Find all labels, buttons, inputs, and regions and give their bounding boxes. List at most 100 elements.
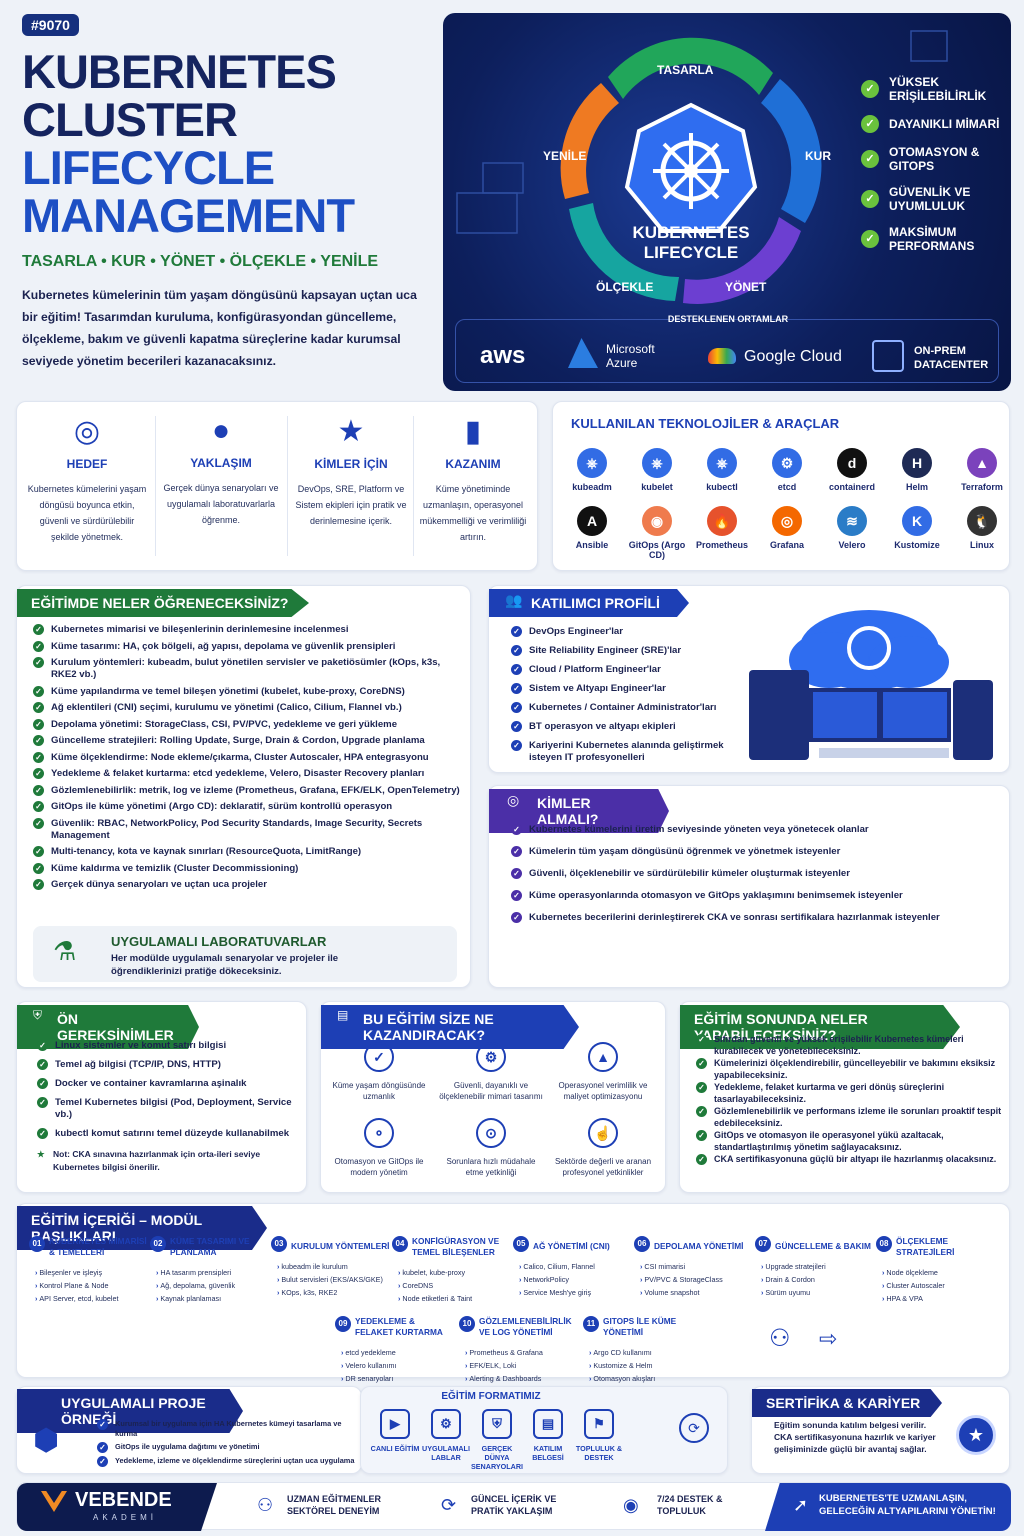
tool-label: Terraform (961, 482, 1003, 492)
phase-olcekle: ÖLÇEKLE (596, 280, 654, 294)
tool-item: ▲Terraform (951, 448, 1013, 492)
module-title: KÜME TASARIMI VE PLANLAMA (170, 1236, 250, 1257)
format-label: UYGULAMALI LABLAR (422, 1444, 470, 1462)
check-icon: ✓ (33, 735, 44, 746)
gain-icon: ⚙ (476, 1042, 506, 1072)
format-item: ▤KATILIM BELGESİ (520, 1409, 576, 1462)
feature-label: OTOMASYON & GITOPS (889, 145, 980, 173)
cta-banner[interactable]: ➚ KUBERNETES'TE UZMANLAŞIN, GELECEĞİN AL… (765, 1483, 1011, 1531)
star-icon: ★ (337, 415, 365, 448)
module-topic: Ağ, depolama, güvenlik (156, 1279, 280, 1292)
list-item-text: Küme ölçeklendirme: Node ekleme/çıkarma,… (51, 751, 429, 763)
gain-label: Sorunlara hızlı müdahale etme yetkinliği (446, 1157, 536, 1177)
hero-center-line-1: KUBERNETES (632, 223, 750, 242)
list-item: ✓Kümelerinizi ölçeklendirebilir, güncell… (696, 1058, 1002, 1081)
refresh-icon: ⟳ (679, 1413, 709, 1443)
format-card: EĞİTİM FORMATIMIZ ▶CANLI EĞİTİM⚙UYGULAMA… (360, 1386, 728, 1474)
tool-item: ⚙etcd (756, 448, 818, 492)
module-topic: CSI mimarisi (640, 1260, 764, 1273)
hero-features: ✓YÜKSEK ERİŞİLEBİLİRLİK ✓DAYANIKLI MİMAR… (861, 75, 1001, 265)
module-topic: EFK/ELK, Loki (465, 1359, 589, 1372)
brand-block: VEBENDE AKADEMİ (17, 1483, 217, 1531)
tool-logo-icon: H (902, 448, 932, 478)
check-icon: ✓ (33, 702, 44, 713)
tool-label: Helm (905, 482, 928, 492)
tool-item: ⎈ kubeadm (561, 448, 623, 492)
refresh-icon: ⟳ (441, 1495, 457, 1515)
trainer-icon: ⚇ (257, 1495, 274, 1515)
list-item: ✓Gerçek dünya senaryoları ve uçtan uca p… (33, 879, 465, 891)
gain-icon: ⊙ (476, 1118, 506, 1148)
gain-label: Sektörde değerli ve aranan profesyonel y… (554, 1157, 652, 1177)
module-topic: PV/PVC & StorageClass (640, 1273, 764, 1286)
list-item-text: Kubernetes mimarisi ve bileşenlerinin de… (51, 624, 349, 635)
list-item-text: BT operasyon ve altyapı ekipleri (529, 721, 676, 732)
check-icon: ✓ (696, 1058, 707, 1069)
list-item: ✓Kubernetes / Container Administrator'la… (511, 702, 741, 714)
list-item-text: kubectl komut satırını temel düzeyde kul… (55, 1128, 290, 1139)
outcomes-card: EĞİTİM SONUNDA NELER YAPABİLECEKSİNİZ? ✓… (679, 1001, 1010, 1193)
env-title: DESTEKLENEN ORTAMLAR (667, 314, 789, 324)
module-topics: etcd yedeklemeVelero kullanımıDR senaryo… (341, 1346, 465, 1385)
list-item-text: Gözlemlenebilirlik ve performans izleme … (714, 1106, 1002, 1128)
tool-item: ◉GitOps (Argo CD) (626, 506, 688, 560)
list-item-text: Kubernetes / Container Administrator'lar… (529, 702, 717, 713)
tool-item: 🔥Prometheus (691, 506, 753, 550)
star-icon: ★ (37, 1149, 45, 1159)
module-topics: CSI mimarisiPV/PVC & StorageClassVolume … (640, 1260, 764, 1299)
list-item: ✓Ağ eklentileri (CNI) seçimi, kurulumu v… (33, 702, 465, 714)
check-icon: ✓ (696, 1154, 707, 1165)
tool-label: Kustomize (894, 540, 940, 550)
list-item: ✓Temel Kubernetes bilgisi (Pod, Deployme… (37, 1097, 305, 1121)
module-topics: kubeadm ile kurulumBulut servisleri (EKS… (277, 1260, 401, 1299)
check-icon: ✓ (511, 740, 522, 751)
check-icon: ✓ (696, 1082, 707, 1093)
list-item: ✓Multi-tenancy, kota ve kaynak sınırları… (33, 846, 465, 858)
module-topic: kubeadm ile kurulum (277, 1260, 401, 1273)
check-icon: ✓ (33, 640, 44, 652)
list-item-text: Site Reliability Engineer (SRE)'lar (529, 645, 682, 656)
tool-label: Grafana (769, 540, 804, 550)
server-icon (872, 340, 904, 372)
list-item-text: Gerçek dünya senaryoları ve uçtan uca pr… (51, 879, 267, 890)
module-topic: HA tasarım prensipleri (156, 1266, 280, 1279)
tool-logo-icon: ⎈ (577, 448, 607, 478)
module-title: KURULUM YÖNTEMLERİ (291, 1241, 390, 1251)
module-topic: Sürüm uyumu (761, 1286, 885, 1299)
support-icon: ◉ (623, 1495, 639, 1515)
lab-desc: Her modülde uygulamalı senaryolar ve pro… (111, 953, 339, 977)
list-item-text: GitOps ile küme yönetimi (Argo CD): dekl… (51, 801, 393, 812)
gain-item: ⊙ Sorunlara hızlı müdahale etme yetkinliğ… (439, 1118, 543, 1178)
list-item-text: Temel ağ bilgisi (TCP/IP, DNS, HTTP) (55, 1059, 221, 1070)
page-title: KUBERNETES CLUSTER LIFECYCLE MANAGEMENT (22, 48, 355, 240)
module-topic: Velero kullanımı (341, 1359, 465, 1372)
tool-label: Prometheus (695, 540, 748, 550)
gain-label: Güvenli, dayanıklı ve ölçeklenebilir mim… (439, 1081, 543, 1101)
feature-resilient: ✓DAYANIKLI MİMARİ (861, 115, 1001, 133)
format-item: ⚑TOPLULUK & DESTEK (571, 1409, 627, 1462)
list-item: ✓kubectl komut satırını temel düzeyde ku… (37, 1128, 305, 1140)
module-number: 10 (459, 1316, 475, 1332)
gain-icon: ⚬ (364, 1118, 394, 1148)
check-icon: ✓ (511, 890, 522, 901)
module-title: YEDEKLEME & FELAKET KURTARMA (355, 1316, 443, 1337)
arrow-icon: ⇨ (819, 1326, 838, 1351)
list-item: ✓Cloud / Platform Engineer'lar (511, 664, 741, 676)
tool-label: Linux (970, 540, 994, 550)
check-icon: ✓ (696, 1034, 707, 1045)
check-icon: ✓ (861, 190, 879, 208)
list-item: ✓Kubernetes becerilerini derinleştirerek… (511, 912, 1005, 924)
check-icon: ✓ (33, 624, 44, 635)
tool-label: kubectl (706, 482, 738, 492)
tool-label: kubeadm (572, 482, 612, 492)
footer-feature-3: 7/24 DESTEK & TOPLULUK (657, 1494, 723, 1516)
list-item-text: Güncelleme stratejileri: Rolling Update,… (51, 735, 425, 746)
check-icon: ✓ (696, 1106, 707, 1117)
pillar-desc: Kubernetes kümelerini yaşam döngüsü boyu… (27, 484, 147, 542)
list-item-text: Küme yapılandırma ve temel bileşen yönet… (51, 685, 405, 697)
